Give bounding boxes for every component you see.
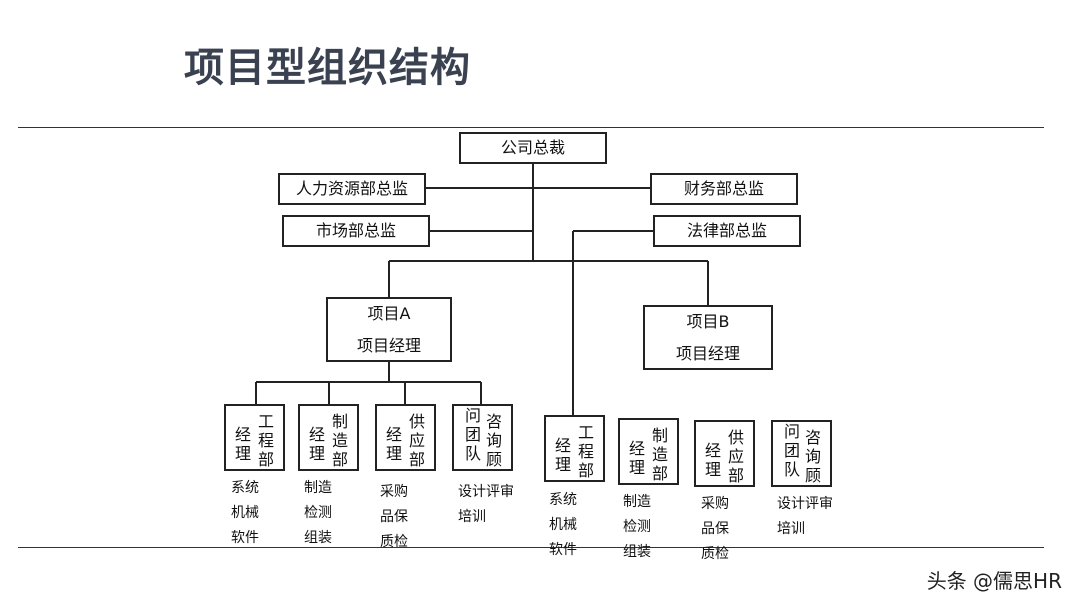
duties-a-supply: 采购品保质检 xyxy=(380,484,408,550)
dept-name: 制造部 xyxy=(331,412,348,469)
project-a-box: 项目A 项目经理 xyxy=(326,297,452,362)
dept-role: 问团队 xyxy=(783,422,800,479)
project-a-manager: 项目经理 xyxy=(356,335,421,355)
dept-name: 工程部 xyxy=(577,423,594,480)
finance-director-box: 财务部总监 xyxy=(650,173,798,205)
dept-name: 工程部 xyxy=(257,412,274,469)
dept-name: 制造部 xyxy=(651,426,668,483)
dept-role: 经理 xyxy=(308,425,325,463)
dept-b-supply: 供应部 经理 xyxy=(694,420,755,487)
dept-role: 问团队 xyxy=(464,406,481,463)
dept-role: 经理 xyxy=(554,436,571,474)
project-b-name: 项目B xyxy=(686,312,730,332)
marketing-director-box: 市场部总监 xyxy=(282,215,430,247)
dept-a-supply: 供应部 经理 xyxy=(375,404,436,471)
project-b-manager: 项目经理 xyxy=(675,343,740,363)
dept-a-consulting: 咨询顾 问团队 xyxy=(452,404,513,471)
dept-name: 咨询顾 xyxy=(804,428,821,485)
bottom-divider xyxy=(18,547,1044,548)
duties-b-engineering: 系统机械软件 xyxy=(549,492,577,558)
duties-b-consulting: 设计评审培训 xyxy=(777,496,833,537)
project-a-name: 项目A xyxy=(367,304,411,324)
ceo-box: 公司总裁 xyxy=(459,132,607,164)
dept-b-engineering: 工程部 经理 xyxy=(544,415,605,482)
duties-b-supply: 采购品保质检 xyxy=(701,496,729,562)
page-title: 项目型组织结构 xyxy=(184,45,471,91)
dept-b-consulting: 咨询顾 问团队 xyxy=(771,420,832,487)
dept-role: 经理 xyxy=(234,425,251,463)
legal-director-box: 法律部总监 xyxy=(653,215,801,247)
dept-a-manufacturing: 制造部 经理 xyxy=(298,404,359,471)
duties-b-manufacturing: 制造检测组装 xyxy=(623,494,651,560)
dept-name: 咨询顾 xyxy=(485,412,502,469)
top-divider xyxy=(18,127,1044,128)
dept-role: 经理 xyxy=(628,439,645,477)
watermark: 头条 @儒思HR xyxy=(926,569,1062,593)
dept-name: 供应部 xyxy=(727,428,744,485)
duties-a-manufacturing: 制造检测组装 xyxy=(304,480,332,546)
hr-director-box: 人力资源部总监 xyxy=(278,173,426,205)
project-b-box: 项目B 项目经理 xyxy=(643,305,773,370)
dept-role: 经理 xyxy=(704,441,721,479)
dept-a-engineering: 工程部 经理 xyxy=(224,404,285,471)
duties-a-consulting: 设计评审培训 xyxy=(458,484,514,525)
dept-name: 供应部 xyxy=(408,412,425,469)
dept-role: 经理 xyxy=(385,425,402,463)
dept-b-manufacturing: 制造部 经理 xyxy=(618,418,679,485)
duties-a-engineering: 系统机械软件 xyxy=(231,480,259,546)
